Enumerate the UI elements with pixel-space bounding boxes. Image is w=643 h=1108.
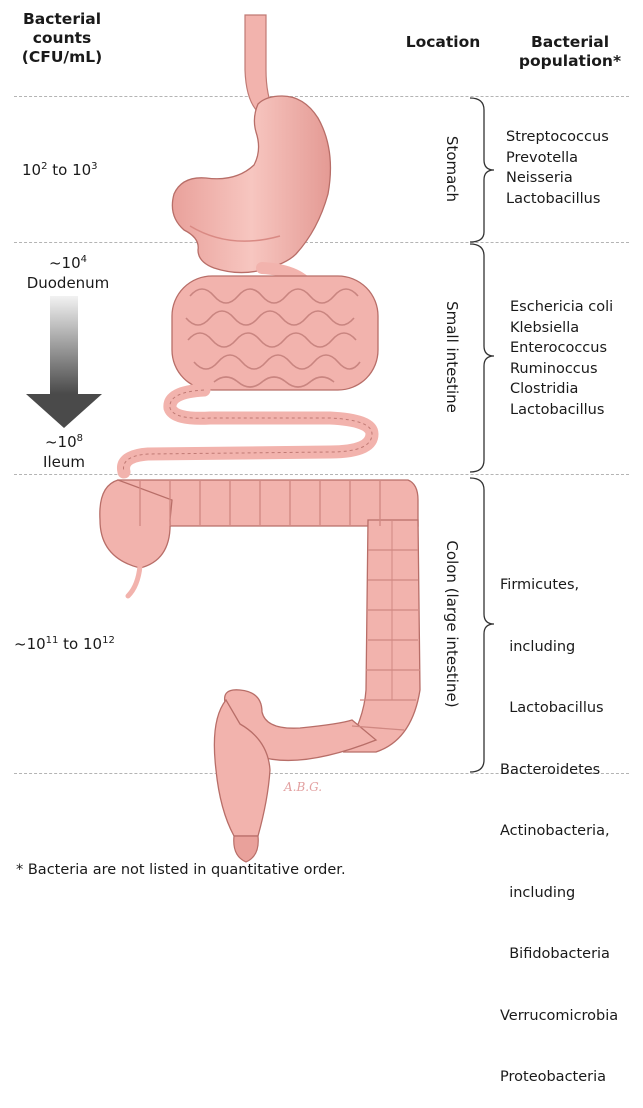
colon-count-exp2: 12 — [102, 635, 115, 646]
duodenum-count: ~104 Duodenum — [24, 253, 112, 293]
list-item: Eschericia coli — [510, 297, 613, 318]
list-item: Lactobacillus — [506, 189, 609, 210]
colon-count-mid: to — [58, 635, 83, 653]
duodenum-count-exp: 4 — [81, 254, 87, 265]
list-item: Prevotella — [506, 148, 609, 169]
list-item: Neisseria — [506, 168, 609, 189]
list-item: Verrucomicrobia — [500, 1006, 618, 1027]
list-item: Clostridia — [510, 379, 613, 400]
stomach-count-base2: 10 — [72, 161, 91, 179]
bracket-colon — [470, 478, 494, 772]
location-small-intestine: Small intestine — [443, 297, 461, 417]
small-intestine — [124, 276, 379, 472]
bracket-small-intestine — [470, 244, 494, 472]
stomach-count-exp2: 3 — [91, 161, 97, 172]
duodenum-label: Duodenum — [24, 273, 112, 293]
list-item: Bifidobacteria — [500, 944, 618, 965]
list-item: Enterococcus — [510, 338, 613, 359]
list-item: Klebsiella — [510, 318, 613, 339]
list-item: Lactobacillus — [510, 400, 613, 421]
duodenum-count-base: ~10 — [49, 254, 81, 272]
footnote: * Bacteria are not listed in quantitativ… — [16, 860, 346, 880]
list-item: Firmicutes, — [500, 575, 618, 596]
list-item: Ruminoccus — [510, 359, 613, 380]
colon-count-base2: 10 — [83, 635, 102, 653]
stomach — [172, 96, 330, 273]
ileum-label: Ileum — [24, 452, 104, 472]
stomach-count: 102 to 103 — [22, 160, 98, 180]
list-item: including — [500, 637, 618, 658]
location-stomach: Stomach — [443, 129, 461, 209]
list-item: Streptococcus — [506, 127, 609, 148]
colon-bacteria-list: Firmicutes, including Lactobacillus Bact… — [500, 534, 618, 1108]
colon — [100, 480, 420, 862]
gradient-arrow-icon — [26, 296, 102, 428]
stomach-count-mid: to — [47, 161, 72, 179]
stomach-bacteria-list: Streptococcus Prevotella Neisseria Lacto… — [506, 127, 609, 209]
colon-count: ~1011 to 1012 — [14, 634, 115, 654]
location-colon: Colon (large intestine) — [443, 534, 461, 714]
colon-count-base1: ~10 — [14, 635, 46, 653]
list-item: Proteobacteria — [500, 1067, 618, 1088]
small-intestine-bacteria-list: Eschericia coli Klebsiella Enterococcus … — [510, 297, 613, 420]
stomach-count-base1: 10 — [22, 161, 41, 179]
list-item: Bacteroidetes — [500, 760, 618, 781]
artist-signature: A.B.G. — [284, 780, 322, 794]
ileum-count-base: ~10 — [45, 433, 77, 451]
ileum-count: ~108 Ileum — [24, 432, 104, 472]
list-item: including — [500, 883, 618, 904]
bracket-stomach — [470, 98, 494, 242]
list-item: Actinobacteria, — [500, 821, 618, 842]
ileum-count-exp: 8 — [77, 433, 83, 444]
list-item: Lactobacillus — [500, 698, 618, 719]
colon-count-exp1: 11 — [46, 635, 59, 646]
